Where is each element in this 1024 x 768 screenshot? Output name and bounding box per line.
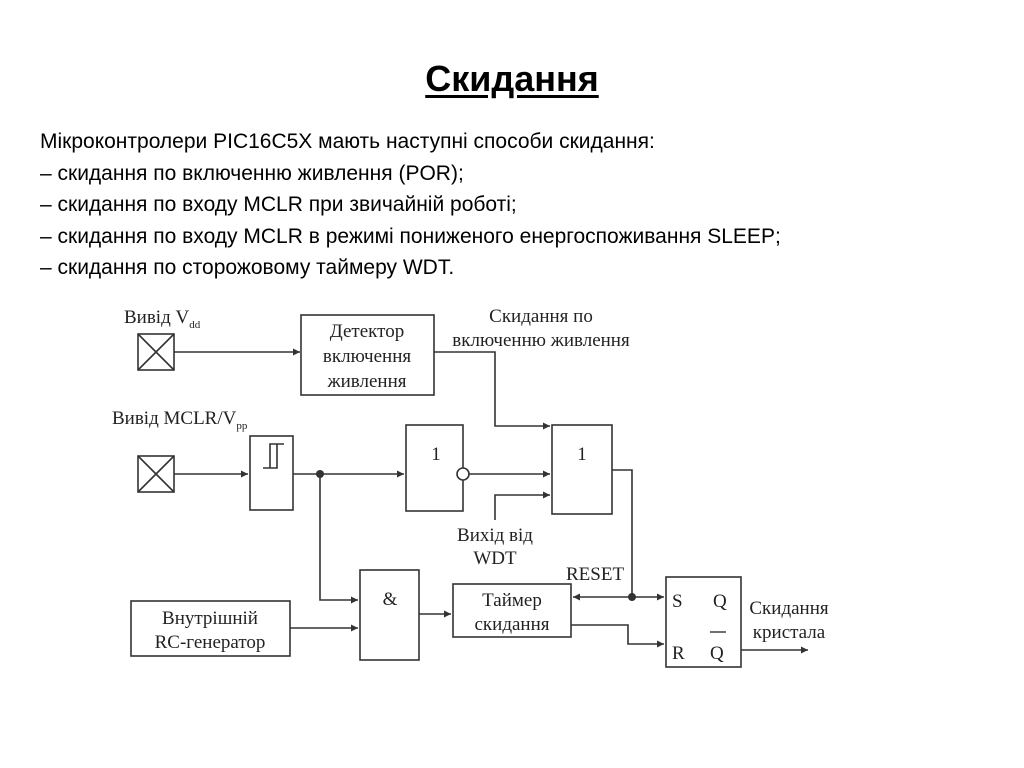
schmitt-to-and-wire bbox=[319, 474, 358, 604]
svg-text:1: 1 bbox=[577, 444, 587, 465]
sr-trigger-block: S Q R Q bbox=[665, 576, 742, 668]
reset-label: RESET bbox=[566, 564, 624, 585]
por-to-or2-wire bbox=[434, 351, 550, 430]
and-gate: & bbox=[359, 569, 420, 661]
mclr-pin-terminal bbox=[137, 455, 175, 493]
list-item: – скидання по входу MCLR в режимі пониже… bbox=[40, 224, 781, 248]
or-gate-1: 1 bbox=[405, 424, 470, 512]
list-item: – скидання по включенню живлення (POR); bbox=[40, 161, 464, 185]
schmitt-trigger-block bbox=[249, 435, 294, 511]
svg-text:Q: Q bbox=[713, 591, 727, 612]
svg-text:Q: Q bbox=[710, 643, 724, 664]
or-gate-2: 1 bbox=[551, 424, 613, 515]
svg-text:1: 1 bbox=[431, 444, 441, 465]
mclr-pin-label: Вивід MCLR/Vpp bbox=[112, 408, 248, 432]
intro-line: Мікроконтролери PIC16C5X мають наступні … bbox=[40, 130, 655, 153]
svg-text:S: S bbox=[672, 591, 683, 612]
page-title: Скидання bbox=[425, 58, 599, 99]
timer-to-trigger-r-wire bbox=[571, 624, 664, 648]
vdd-pin-terminal bbox=[137, 333, 175, 371]
list-item: – скидання по входу MCLR при звичайній р… bbox=[40, 193, 517, 216]
list-item: – скидання по сторожовому таймеру WDT. bbox=[40, 256, 455, 279]
wdt-to-or2-wire bbox=[494, 491, 550, 520]
vdd-pin-label: Вивід Vdd bbox=[124, 307, 201, 331]
svg-text:&: & bbox=[383, 589, 398, 610]
or2-to-reset-wire bbox=[612, 469, 633, 597]
svg-text:R: R bbox=[672, 643, 685, 664]
reset-methods-list: Мікроконтролери PIC16C5X мають наступні … bbox=[40, 126, 1000, 284]
